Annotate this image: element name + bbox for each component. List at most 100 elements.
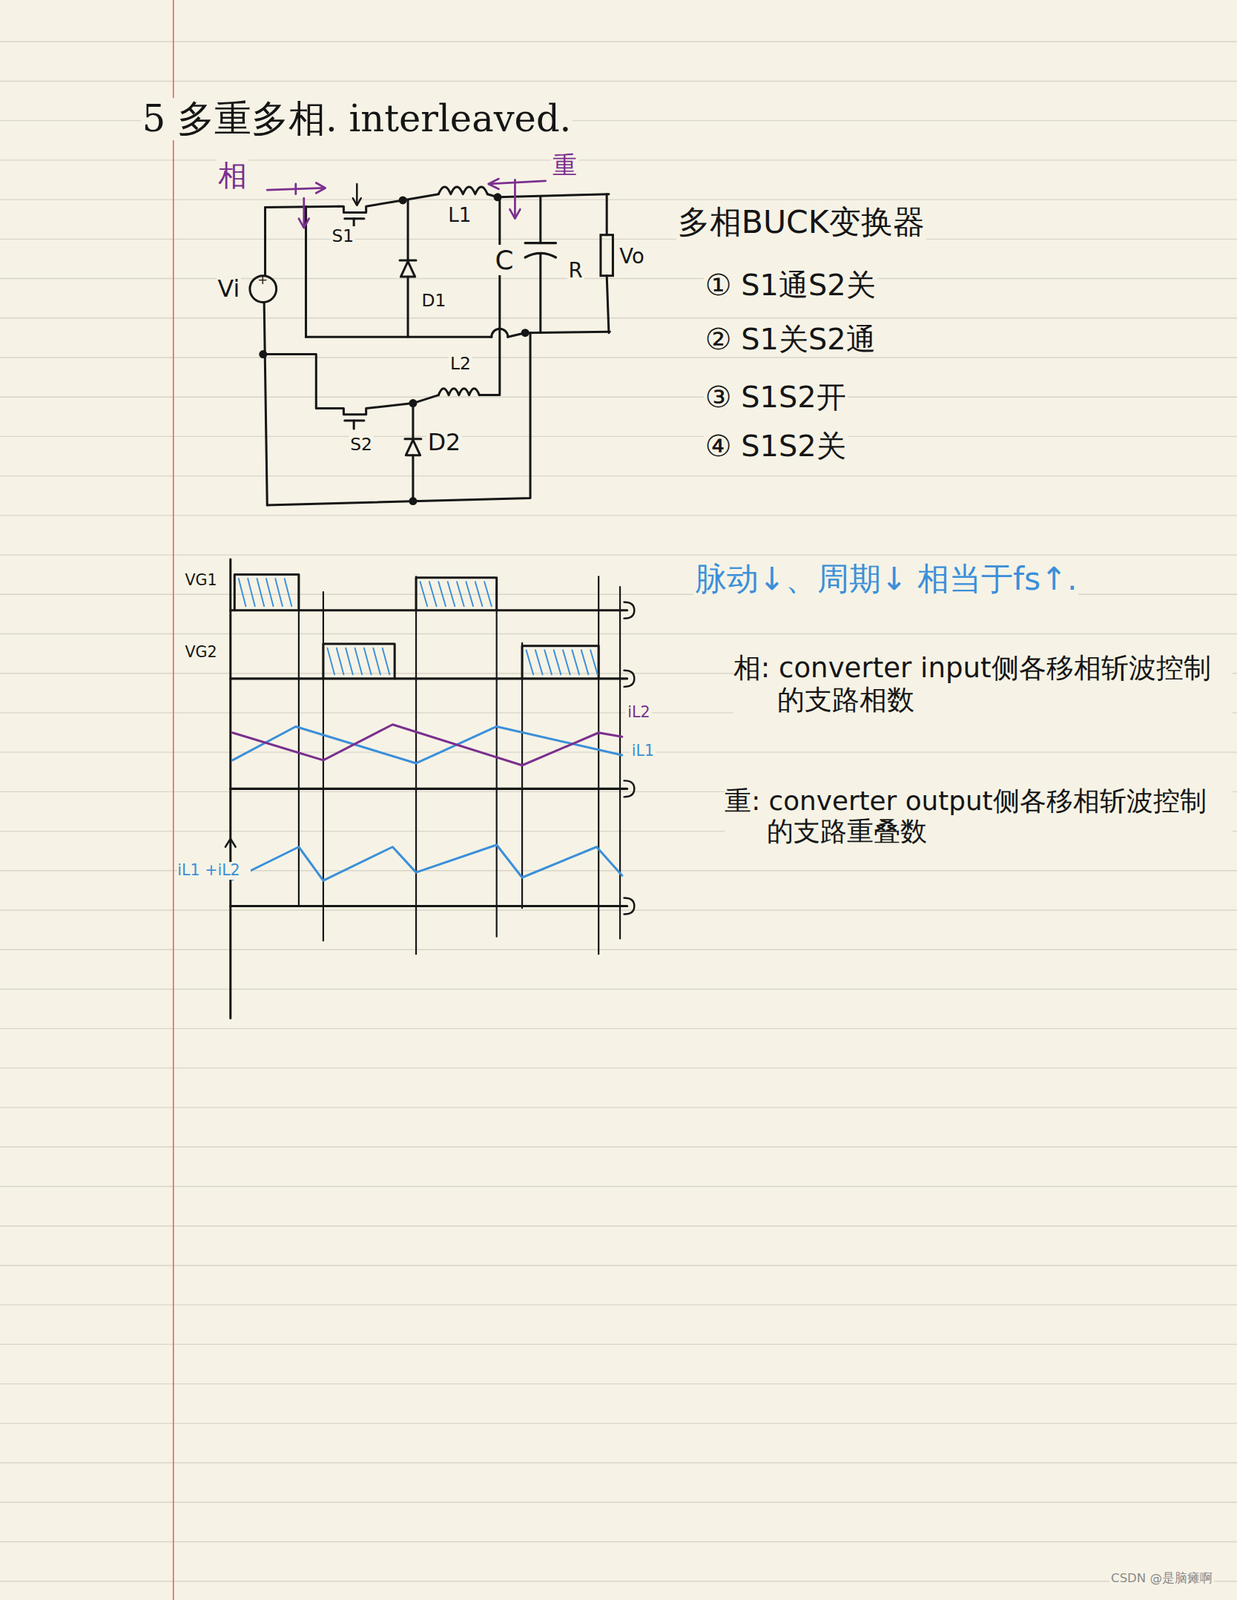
- wire: [479, 197, 500, 396]
- section-heading: 多相BUCK变换器: [676, 203, 927, 241]
- ruled-line: [0, 1146, 1237, 1148]
- baseline: [230, 787, 628, 790]
- junction-dot: [408, 496, 417, 506]
- annotation-arrow: [510, 209, 521, 219]
- wire: [413, 395, 439, 404]
- ruled-line: [0, 1027, 1237, 1029]
- pulse-hatch: [355, 648, 363, 675]
- baseline: [230, 608, 628, 612]
- pulse-hatch: [447, 581, 456, 606]
- ruled-line: [0, 751, 1237, 752]
- ruled-line: [0, 238, 1237, 240]
- wire: [264, 301, 267, 506]
- ruled-line: [0, 41, 1237, 43]
- time-divider: [597, 576, 600, 954]
- pulse-hatch: [571, 649, 580, 675]
- state-item: ② S1关S2通: [703, 322, 878, 357]
- resistor-symbol: [600, 235, 614, 276]
- definition-note: 相: converter input侧各移相斩波控制的支路相数: [733, 652, 1233, 716]
- axis-arrow: [624, 780, 635, 797]
- switch-symbol: [353, 198, 362, 206]
- gate-pulse: [416, 577, 497, 611]
- watermark: CSDN @是脑瘫啊: [1109, 1571, 1215, 1586]
- wire: [605, 194, 609, 236]
- ruled-line: [0, 988, 1237, 990]
- ruled-line: [0, 1225, 1237, 1226]
- pulse-hatch: [526, 649, 534, 675]
- wire: [539, 197, 542, 244]
- ruled-line: [0, 514, 1237, 516]
- pulse-hatch: [484, 581, 492, 606]
- state-item: ④ S1S2关: [703, 429, 848, 464]
- pulse-hatch: [345, 648, 354, 675]
- ruled-line: [0, 949, 1237, 950]
- part-name: L1: [446, 203, 473, 227]
- current-wave: [232, 726, 623, 764]
- pulse-hatch: [327, 648, 335, 675]
- ruled-line: [0, 198, 1237, 200]
- part-name: S1: [330, 226, 356, 247]
- switch-symbol: [355, 183, 358, 205]
- polarity-mark: +: [255, 273, 270, 288]
- ruled-line: [0, 436, 1237, 437]
- ruled-line: [0, 475, 1237, 477]
- baseline: [230, 904, 628, 907]
- wire: [407, 200, 410, 261]
- wire: [264, 207, 267, 276]
- part-name: D2: [426, 428, 463, 456]
- part-name: R: [567, 258, 585, 283]
- annotation-arrow: [488, 178, 500, 190]
- pulse-hatch: [456, 581, 465, 606]
- ruled-line: [0, 1501, 1237, 1503]
- capacitor-symbol: [525, 241, 556, 244]
- pulse-hatch: [420, 581, 428, 606]
- gate-pulse: [522, 645, 599, 679]
- wire: [306, 335, 492, 339]
- ruled-line: [0, 1580, 1237, 1582]
- ruled-line: [0, 1185, 1237, 1187]
- ruled-line: [0, 1343, 1237, 1345]
- ruled-line: [0, 633, 1237, 635]
- wire: [411, 403, 414, 440]
- annotation-label: 相: [216, 159, 249, 193]
- part-name: Vo: [617, 244, 646, 269]
- pulse-hatch: [590, 649, 598, 675]
- switch-symbol: [353, 218, 356, 227]
- part-name: S2: [348, 434, 374, 455]
- ruled-line: [0, 1422, 1237, 1424]
- switch-symbol: [338, 200, 404, 213]
- pulse-hatch: [475, 581, 483, 606]
- pulse-hatch: [465, 581, 474, 606]
- part-name: D1: [420, 290, 448, 311]
- wire: [525, 331, 610, 333]
- time-divider: [496, 586, 498, 937]
- page-heading: 5 多重多相. interleaved.: [140, 97, 574, 141]
- inductor-symbol: [438, 388, 480, 396]
- pulse-hatch: [373, 648, 381, 675]
- ruled-line: [0, 396, 1237, 398]
- annotation-arrow: [298, 218, 310, 228]
- annotation-arrow: [489, 180, 546, 184]
- gate-pulse: [323, 643, 395, 679]
- annotation-arrow: [315, 183, 325, 194]
- pulse-hatch: [266, 578, 274, 606]
- ruled-line: [0, 1067, 1237, 1068]
- wire: [539, 254, 542, 333]
- axis-arrow: [225, 838, 236, 847]
- ruled-line: [0, 317, 1237, 319]
- ruled-line: [0, 1264, 1237, 1266]
- wire: [263, 354, 339, 409]
- signal-name: iL1 +iL2: [177, 861, 250, 880]
- ruled-line: [0, 909, 1237, 910]
- signal-name: iL1: [630, 742, 656, 761]
- signal-name: VG1: [183, 571, 219, 590]
- part-name: L2: [448, 353, 473, 374]
- pulse-hatch: [562, 649, 571, 675]
- ruled-line: [0, 356, 1237, 358]
- baseline: [230, 677, 628, 680]
- state-item: ③ S1S2开: [703, 380, 848, 415]
- buck-circuit: [249, 183, 614, 506]
- wire: [407, 276, 410, 337]
- ruled-line: [0, 553, 1237, 555]
